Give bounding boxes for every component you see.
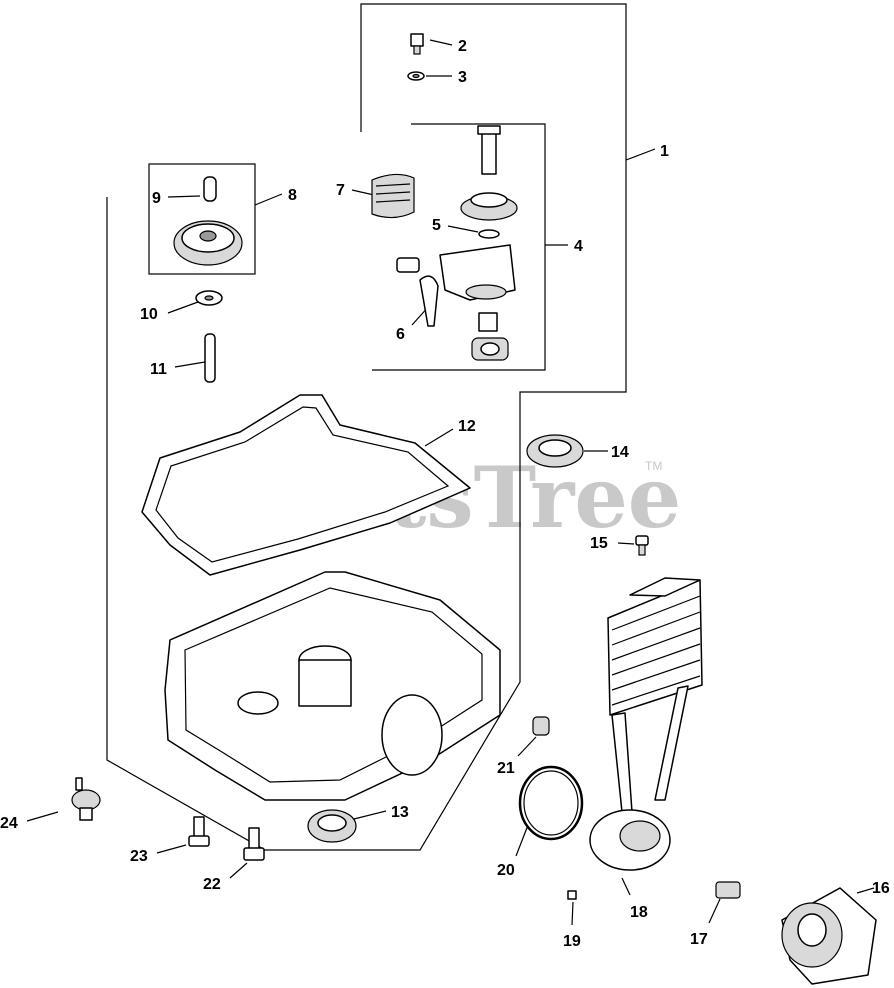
part-22-bolt: [243, 827, 265, 861]
part-11-dowel-pin: [204, 333, 216, 383]
callout-11: 11: [150, 361, 167, 378]
callout-9: 9: [152, 190, 161, 207]
part-19-clip: [567, 890, 577, 900]
callout-8: 8: [288, 187, 297, 204]
callout-13: 13: [391, 804, 409, 821]
callout-labels: 1 2 3 4 5 6 7 8 9 10 11 12 13 14 15 16 1…: [0, 38, 890, 950]
callout-6: 6: [396, 326, 405, 343]
callout-23: 23: [130, 848, 148, 865]
part-12-gasket: [141, 394, 471, 576]
callout-2: 2: [458, 38, 467, 55]
watermark-trademark: TM: [645, 459, 662, 473]
part-16-oil-filter: [781, 887, 877, 985]
oil-pan: [164, 571, 501, 801]
part-14-seal: [526, 434, 584, 468]
callout-16: 16: [872, 880, 890, 897]
part-13-oil-seal: [307, 809, 357, 843]
callout-17: 17: [690, 931, 708, 948]
part-8-gear: [173, 220, 243, 266]
part-9-pin: [203, 176, 217, 202]
part-18-oil-cooler-assembly: [589, 577, 703, 871]
callout-4: 4: [574, 238, 583, 255]
part-3-washer: [407, 71, 425, 81]
callout-1: 1: [660, 143, 669, 160]
assembly-8-boundary: [148, 163, 256, 275]
assembly-4-boundary: [372, 123, 546, 371]
part-23-bolt: [188, 816, 210, 847]
callout-7: 7: [336, 182, 345, 199]
part-21-nipple: [532, 716, 550, 736]
callout-19: 19: [563, 933, 581, 950]
callout-5: 5: [432, 217, 441, 234]
part-10-washer: [195, 290, 223, 306]
callout-20: 20: [497, 862, 515, 879]
callout-12: 12: [458, 418, 476, 435]
callout-18: 18: [630, 904, 648, 921]
group-boundaries: [106, 3, 627, 851]
part-2-bolt: [410, 33, 424, 55]
part-20-o-ring: [518, 765, 584, 841]
part-4-oil-pump-assembly: [396, 125, 518, 361]
callout-14: 14: [611, 444, 629, 461]
part-24-oil-sensor: [71, 777, 101, 821]
assembly-1-boundary: [106, 3, 627, 851]
callout-21: 21: [497, 760, 515, 777]
part-15-screw: [635, 535, 649, 556]
callout-24: 24: [0, 815, 18, 832]
callout-3: 3: [458, 69, 467, 86]
callout-15: 15: [590, 535, 608, 552]
callout-22: 22: [203, 876, 221, 893]
part-17-fitting: [715, 881, 741, 899]
part-7-oil-screen: [371, 173, 415, 219]
callout-10: 10: [140, 306, 158, 323]
